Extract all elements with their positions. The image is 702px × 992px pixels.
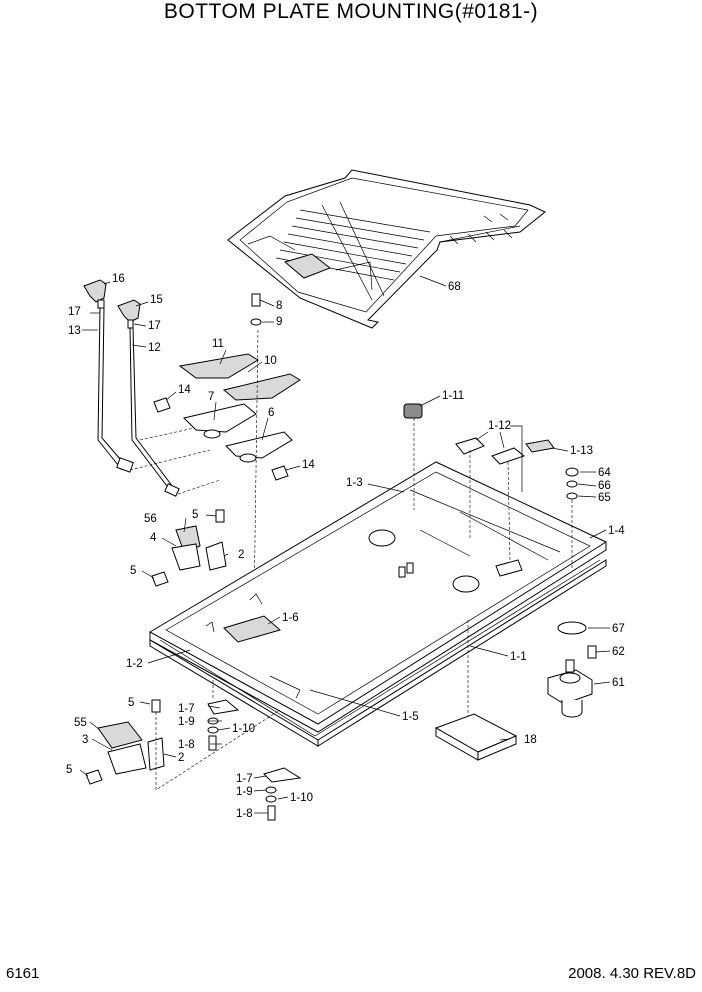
callout-label: 1-3 [346,477,363,489]
callout-label: 61 [612,677,625,689]
callout-label: 1-10 [290,792,313,804]
callout-label: 16 [112,273,125,285]
callout-label: 1-2 [126,658,143,670]
page-number: 6161 [6,965,40,982]
callout-label: 1-13 [570,445,593,457]
callout-label: 1-8 [236,808,253,820]
callout-label: 1-12 [488,420,511,432]
callout-label: 12 [148,342,161,354]
grommet-part [455,437,485,455]
revision-date: 2008. 4.30 REV.8D [568,965,696,982]
callout-label: 1-9 [236,786,253,798]
sponge-part [434,713,518,761]
callout-label: 5 [192,509,198,521]
washer-part [265,786,277,794]
pedal-part [97,721,143,749]
bolt-part [587,645,597,659]
callout-label: 1-5 [402,711,419,723]
bolt-part [85,769,103,785]
callout-label: 1-10 [232,723,255,735]
callout-label: 1-4 [608,525,625,537]
callout-label: 18 [524,734,537,746]
nut-part [565,467,579,477]
callout-label: 3 [82,734,88,746]
callout-label: 5 [130,565,136,577]
callout-label: 15 [150,294,163,306]
callout-label: 7 [208,391,214,403]
screw-part [271,465,289,481]
callout-label: 10 [264,355,277,367]
bracket-part [171,543,201,571]
floor-mat-part [227,169,546,329]
bottom-plate-part [148,461,608,747]
leader-lines [79,275,611,814]
bracket-part [205,541,227,571]
callout-label: 17 [148,320,161,332]
lever-brackets [178,329,301,611]
callout-label: 2 [178,752,184,764]
bolt-part [251,293,261,307]
callout-label: 1-1 [510,651,527,663]
callout-label: 1-11 [442,390,464,402]
clamp-part [207,699,240,715]
callout-label: 14 [178,384,191,396]
bracket-part [107,743,147,775]
callout-label: 2 [238,549,244,561]
callout-label: 1-9 [178,716,195,728]
washer-part [250,318,262,326]
callout-label: 62 [612,646,625,658]
page-title: BOTTOM PLATE MOUNTING(#0181-) [163,0,539,23]
callout-label: 67 [612,623,625,635]
callout-label: 9 [276,316,282,328]
washer-part [566,480,578,488]
callout-label: 65 [598,492,611,504]
washer-part [265,795,277,803]
callout-label: 1-7 [178,703,195,715]
bolt-part [215,509,225,523]
bolt-part [151,699,161,713]
washer-part [207,726,219,734]
callout-labels: 68 16 15 17 17 13 12 8 9 11 10 14 7 6 14… [66,273,625,820]
callout-label: 68 [448,281,461,293]
callout-label: 1-6 [282,612,299,624]
bolt-part [151,571,169,587]
bolt-part [208,735,217,751]
callout-label: 17 [68,306,81,318]
clamp-part [263,767,302,783]
callout-label: 64 [598,467,611,479]
callout-label: 55 [74,717,87,729]
damper-part [547,659,593,718]
grommet-part [491,447,526,465]
callout-label: 11 [212,338,224,350]
callout-label: 5 [66,764,72,776]
bolt-part [267,805,276,821]
screw-part [153,397,171,413]
callout-label: 66 [598,480,611,492]
callout-label: 4 [150,532,157,544]
grommet-part [403,403,423,419]
callout-label: 6 [268,407,274,419]
lever-assembly [83,279,231,497]
callout-label: 1-8 [178,739,195,751]
callout-label: 5 [128,697,134,709]
callout-label: 14 [302,459,315,471]
washer-part [566,492,578,500]
callout-label: 8 [276,300,282,312]
callout-label: 1-7 [236,773,253,785]
callout-label: 13 [68,325,81,337]
damper-plate-part [557,621,587,635]
callout-label: 56 [144,513,157,525]
cover-part [525,439,555,453]
